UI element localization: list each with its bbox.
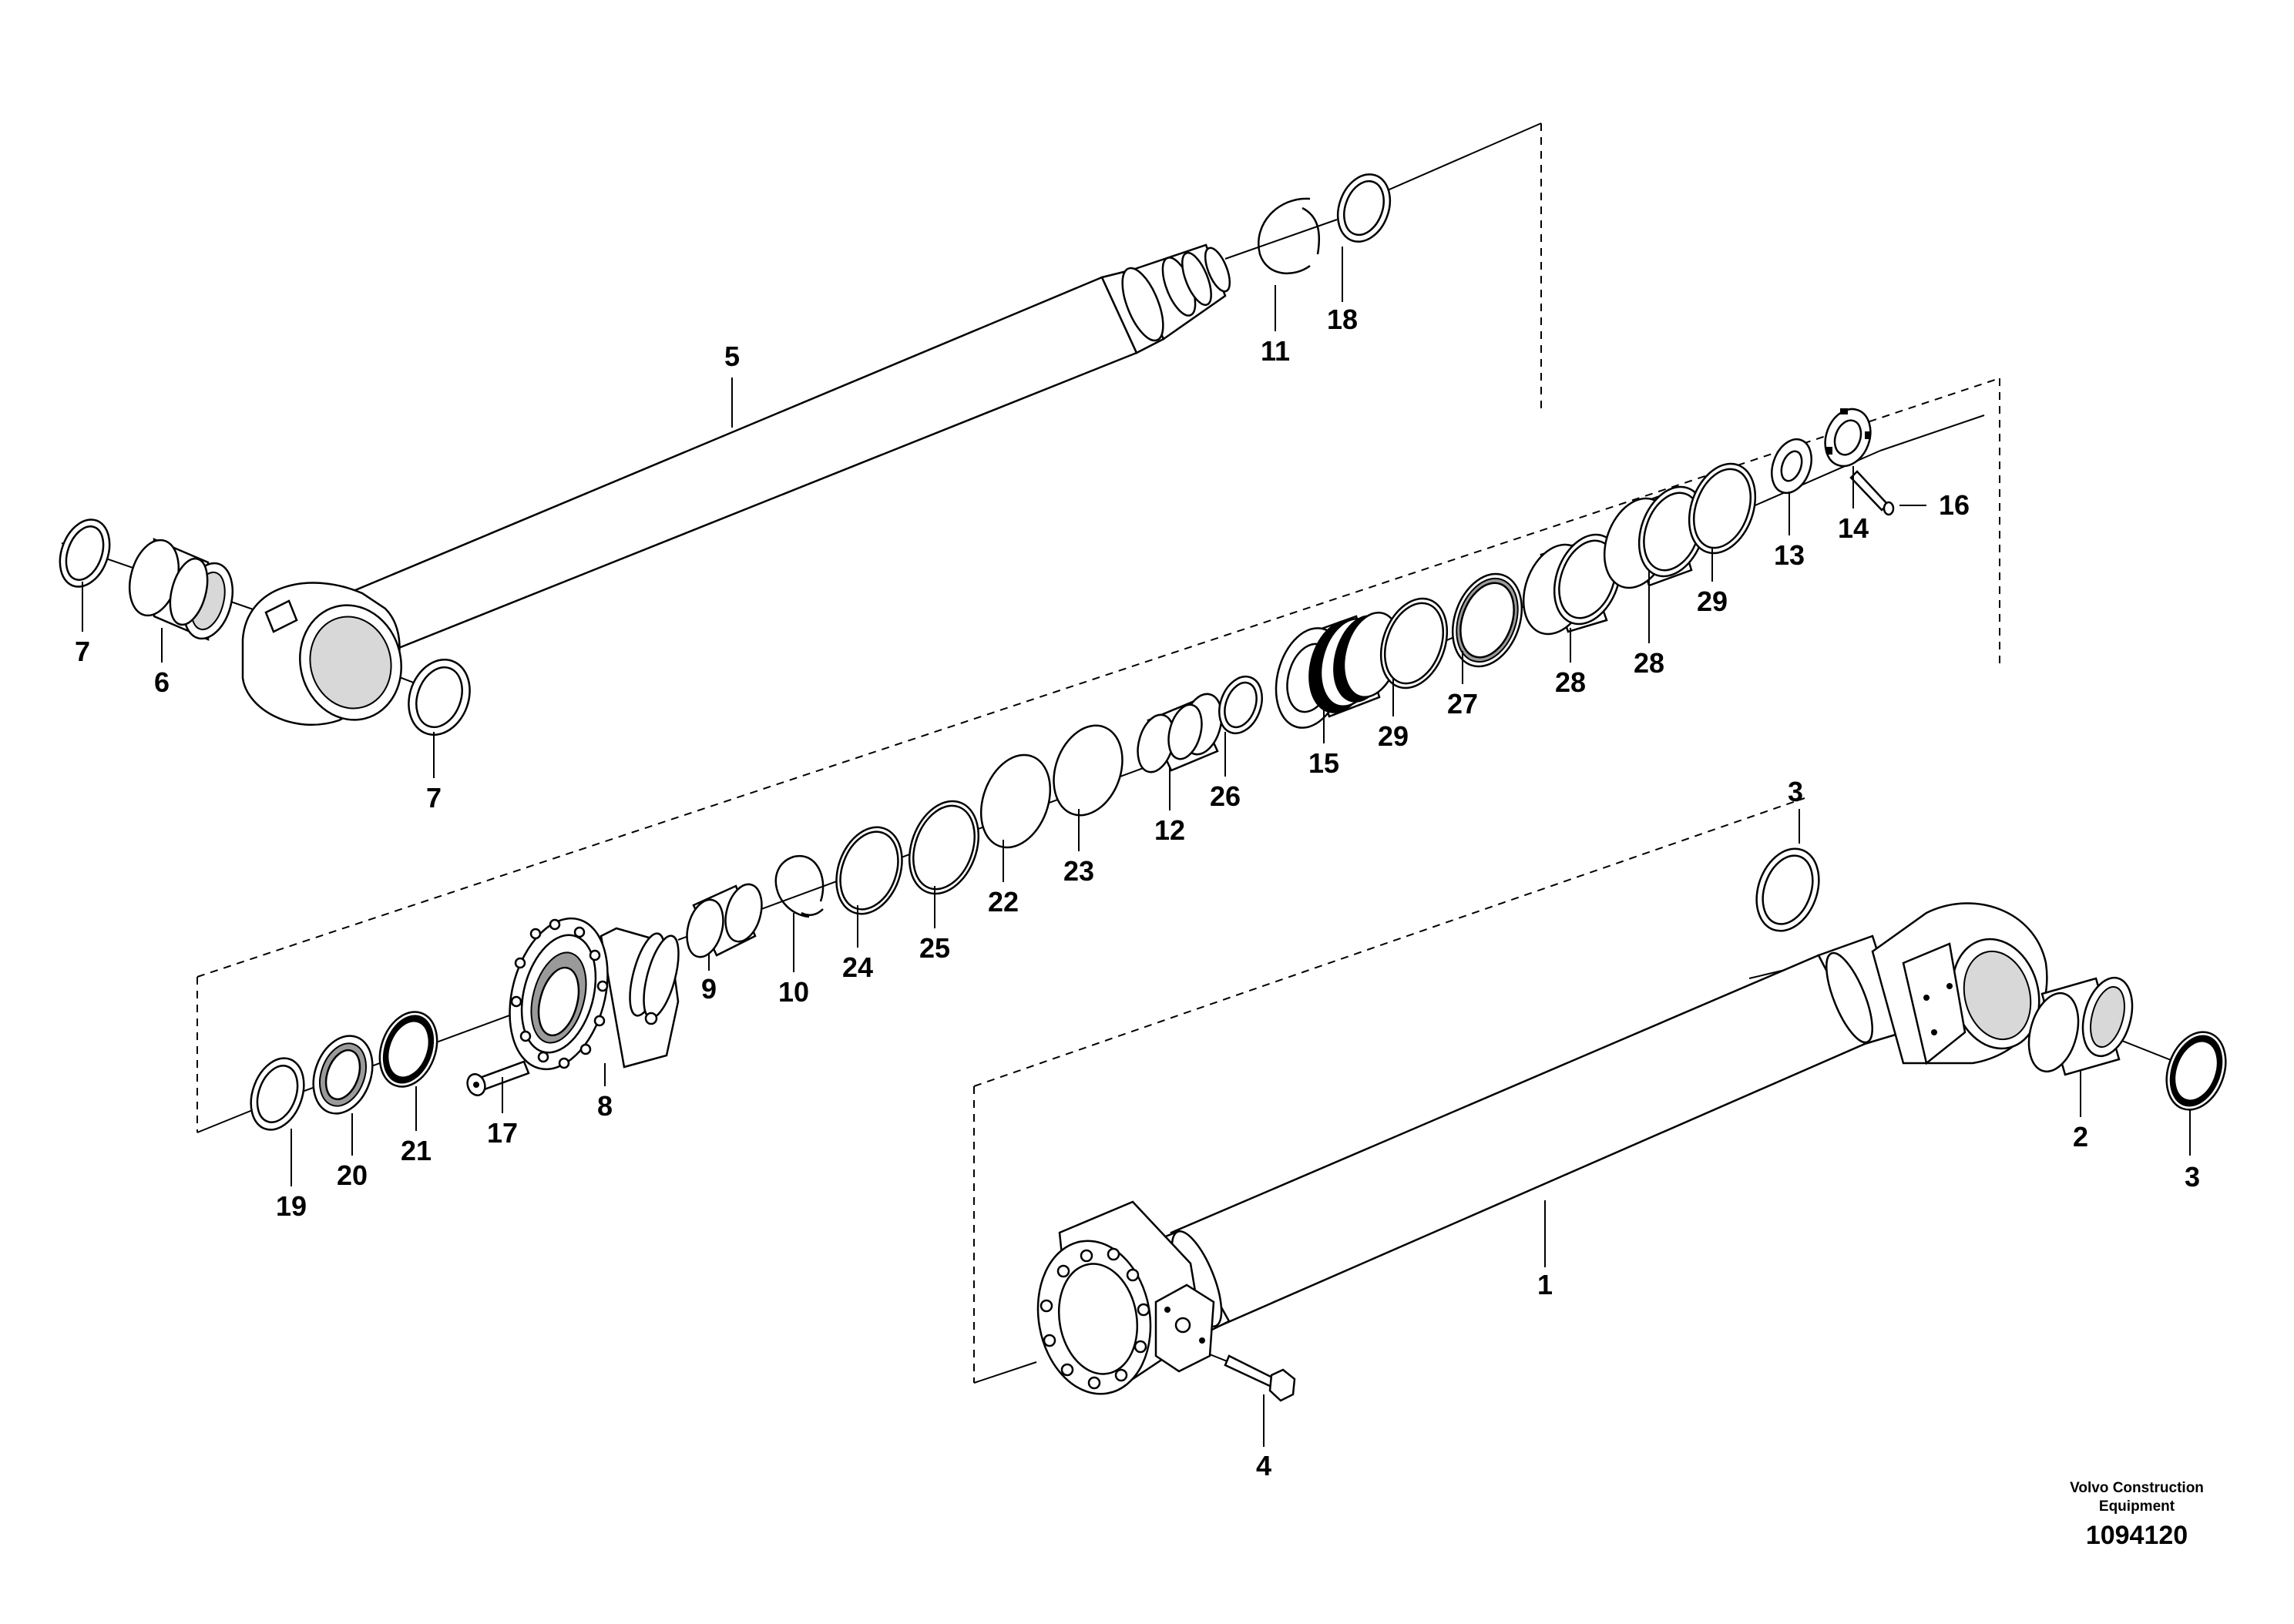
drawing-credit: Volvo Construction Equipment 1094120 bbox=[2052, 1479, 2222, 1551]
dashed-frame-rod-group bbox=[1371, 122, 1542, 412]
callout-28-left: 28 bbox=[1555, 666, 1586, 698]
callout-24: 24 bbox=[842, 951, 873, 983]
ring-29a bbox=[1379, 597, 1449, 690]
ring-25 bbox=[908, 800, 980, 895]
callout-23: 23 bbox=[1063, 855, 1094, 887]
ring-19 bbox=[250, 1057, 305, 1131]
ring-28a bbox=[1522, 533, 1622, 636]
washer-13 bbox=[1771, 438, 1812, 495]
hex-bolt-4 bbox=[1224, 1354, 1296, 1402]
callout-3-upper: 3 bbox=[1788, 776, 1803, 807]
seal-ring-18 bbox=[1336, 173, 1392, 243]
callout-19: 19 bbox=[276, 1190, 307, 1222]
dashed-frame-tube-group bbox=[973, 797, 1805, 1384]
callout-22: 22 bbox=[988, 886, 1019, 918]
head-bolt-holes bbox=[510, 918, 609, 1069]
ring-27 bbox=[1451, 572, 1523, 668]
snap-ring-10 bbox=[774, 854, 825, 918]
callout-28-right: 28 bbox=[1634, 647, 1664, 679]
cylinder-tube-1 bbox=[1036, 902, 2048, 1395]
socket-bolt-17 bbox=[466, 1060, 530, 1096]
callout-29-right: 29 bbox=[1697, 586, 1728, 617]
callout-18: 18 bbox=[1327, 304, 1358, 335]
callout-10: 10 bbox=[778, 976, 809, 1008]
callout-15: 15 bbox=[1308, 747, 1339, 779]
piston-rod bbox=[241, 243, 1231, 726]
leader-lines bbox=[82, 247, 2191, 1447]
seal-3-lower bbox=[2165, 1031, 2227, 1111]
callout-16: 16 bbox=[1939, 489, 1970, 521]
callout-20: 20 bbox=[337, 1159, 368, 1191]
callout-21: 21 bbox=[401, 1135, 432, 1166]
ring-24 bbox=[835, 826, 903, 915]
callout-25: 25 bbox=[919, 932, 950, 964]
callout-26: 26 bbox=[1210, 780, 1241, 812]
callout-3-lower: 3 bbox=[2185, 1161, 2200, 1193]
bushing-2 bbox=[2027, 976, 2134, 1076]
dashed-frame-piston-group bbox=[196, 377, 2000, 1133]
callout-11: 11 bbox=[1261, 335, 1290, 367]
ring-22 bbox=[979, 753, 1052, 849]
callout-17: 17 bbox=[487, 1117, 518, 1149]
callout-6: 6 bbox=[154, 666, 170, 698]
ring-20 bbox=[312, 1035, 374, 1115]
callout-27: 27 bbox=[1447, 688, 1478, 720]
ring-29b bbox=[1688, 462, 1757, 555]
rod-eye-seal-7b bbox=[408, 659, 471, 736]
ring-26 bbox=[1218, 675, 1263, 735]
bushing-12 bbox=[1137, 693, 1223, 773]
callout-4: 4 bbox=[1256, 1450, 1271, 1481]
rod-eye-bushing-6 bbox=[129, 538, 233, 641]
ring-23 bbox=[1053, 724, 1123, 817]
manufacturer-name: Volvo Construction Equipment bbox=[2070, 1480, 2204, 1515]
drawing-number: 1094120 bbox=[2085, 1521, 2188, 1550]
callout-1: 1 bbox=[1537, 1269, 1553, 1300]
callout-12: 12 bbox=[1154, 814, 1185, 846]
callout-labels: 1 2 3 3 4 5 6 7 7 8 9 10 11 12 13 14 15 … bbox=[75, 304, 2200, 1481]
callout-8: 8 bbox=[597, 1090, 613, 1122]
callout-2: 2 bbox=[2073, 1121, 2088, 1153]
callout-13: 13 bbox=[1774, 539, 1805, 571]
ring-21 bbox=[378, 1011, 438, 1088]
snap-ring-11 bbox=[1258, 197, 1321, 275]
callout-14: 14 bbox=[1838, 512, 1869, 544]
callout-7-right: 7 bbox=[426, 782, 442, 814]
bushing-9 bbox=[686, 883, 763, 958]
callout-29-left: 29 bbox=[1378, 720, 1409, 752]
callout-5: 5 bbox=[724, 341, 740, 372]
lock-nut-14 bbox=[1824, 408, 1872, 468]
rod-eye-seal-7a bbox=[59, 518, 111, 588]
ring-28b bbox=[1603, 485, 1707, 589]
set-screw-16 bbox=[1849, 470, 1895, 516]
callout-9: 9 bbox=[701, 973, 717, 1005]
cylinder-head-8 bbox=[509, 917, 680, 1071]
seal-3-upper bbox=[1755, 847, 1820, 932]
tube-flange-holes bbox=[1040, 1247, 1150, 1390]
callout-7-left: 7 bbox=[75, 636, 90, 667]
